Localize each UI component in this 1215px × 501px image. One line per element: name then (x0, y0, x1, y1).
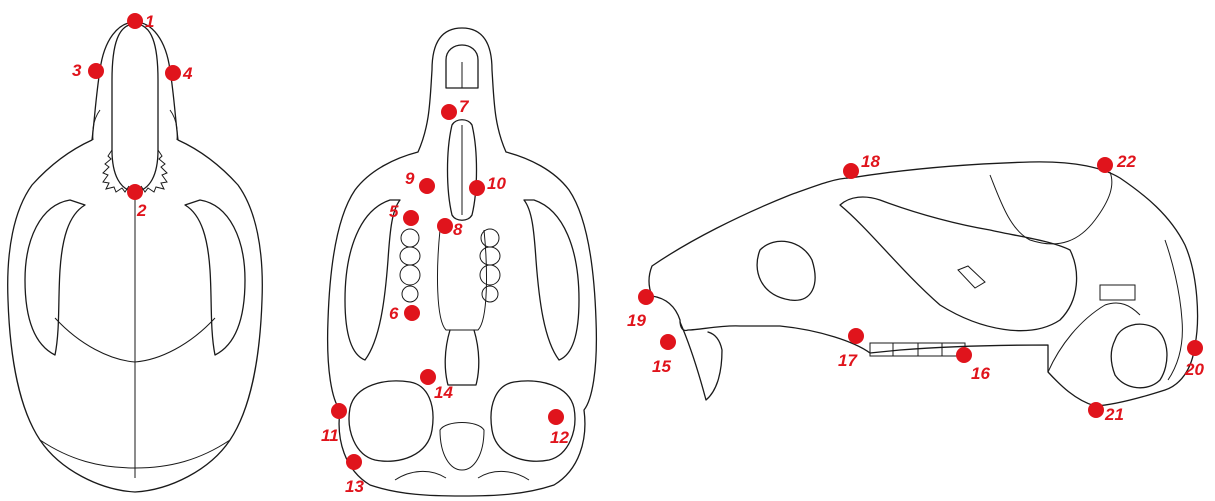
landmark-10-label: 10 (487, 174, 506, 193)
lateral-foramen (958, 266, 985, 288)
landmark-1-label: 1 (145, 12, 154, 31)
lateral-skull-view (649, 162, 1198, 406)
ventral-basioccipital (445, 330, 479, 385)
landmark-7-dot (441, 104, 457, 120)
lateral-incisor (680, 322, 722, 400)
landmark-21-dot (1088, 402, 1104, 418)
landmark-12-label: 12 (550, 428, 569, 447)
landmark-17-dot (848, 328, 864, 344)
landmark-9-dot (419, 178, 435, 194)
landmark-14-label: 14 (434, 383, 453, 402)
landmark-11-label: 11 (321, 426, 339, 445)
landmark-12-dot (548, 409, 564, 425)
lateral-mastoid (1100, 285, 1135, 300)
lateral-pterygoid (1048, 303, 1140, 372)
landmark-9-label: 9 (405, 169, 415, 188)
landmark-18-dot (843, 163, 859, 179)
landmark-3-label: 3 (72, 61, 82, 80)
lateral-orbit (757, 241, 815, 300)
landmark-5-dot (403, 210, 419, 226)
dorsal-left-suture (103, 150, 129, 192)
ventral-left-molar-row (400, 229, 420, 302)
ventral-left-zygoma (345, 200, 400, 360)
landmark-20-dot (1187, 340, 1203, 356)
landmark-19-label: 19 (627, 311, 646, 330)
landmark-15-dot (660, 334, 676, 350)
landmark-19-dot (638, 289, 654, 305)
lateral-bulla (1111, 324, 1167, 388)
landmark-11-dot (331, 403, 347, 419)
landmark-13-dot (346, 454, 362, 470)
dorsal-nasal-outline (112, 24, 158, 192)
landmark-13-label: 13 (345, 477, 364, 496)
landmark-3-dot (88, 63, 104, 79)
landmark-16-dot (956, 347, 972, 363)
ventral-right-molar-row (480, 229, 500, 302)
landmark-2-dot (127, 184, 143, 200)
dorsal-left-zygoma (25, 200, 85, 355)
landmark-4-dot (165, 65, 181, 81)
landmark-17-label: 17 (838, 351, 858, 370)
landmark-8-dot (437, 218, 453, 234)
ventral-foramen-magnum (440, 423, 484, 471)
ventral-left-bulla (349, 381, 433, 461)
ventral-right-zygoma (524, 200, 579, 360)
landmark-21-label: 21 (1104, 405, 1124, 424)
landmark-15-label: 15 (652, 357, 671, 376)
landmark-22-label: 22 (1116, 152, 1136, 171)
landmark-18-label: 18 (861, 152, 880, 171)
landmark-7-label: 7 (459, 97, 470, 116)
dorsal-left-rostrum-edge (93, 110, 100, 140)
landmark-8-label: 8 (453, 220, 463, 239)
lateral-zygomatic-plate (840, 197, 1077, 331)
landmark-20-label: 20 (1184, 360, 1204, 379)
ventral-occipital-condyles (395, 471, 529, 480)
landmark-5-label: 5 (389, 202, 399, 221)
landmark-1-dot (127, 13, 143, 29)
lateral-skull-outline (649, 162, 1198, 406)
landmark-2-label: 2 (136, 201, 147, 220)
dorsal-right-zygoma (185, 200, 245, 355)
dorsal-right-suture (141, 150, 167, 192)
landmark-22-dot (1097, 157, 1113, 173)
dorsal-skull-view (8, 22, 263, 492)
lateral-squamosal (990, 172, 1112, 244)
dorsal-right-rostrum-edge (170, 110, 177, 140)
lateral-braincase-back (1165, 240, 1182, 380)
landmark-16-label: 16 (971, 364, 990, 383)
landmark-4-label: 4 (182, 64, 193, 83)
landmark-6-dot (404, 305, 420, 321)
landmark-10-dot (469, 180, 485, 196)
landmark-6-label: 6 (389, 304, 399, 323)
lateral-molar-row (870, 343, 965, 356)
ventral-palate (438, 230, 487, 330)
